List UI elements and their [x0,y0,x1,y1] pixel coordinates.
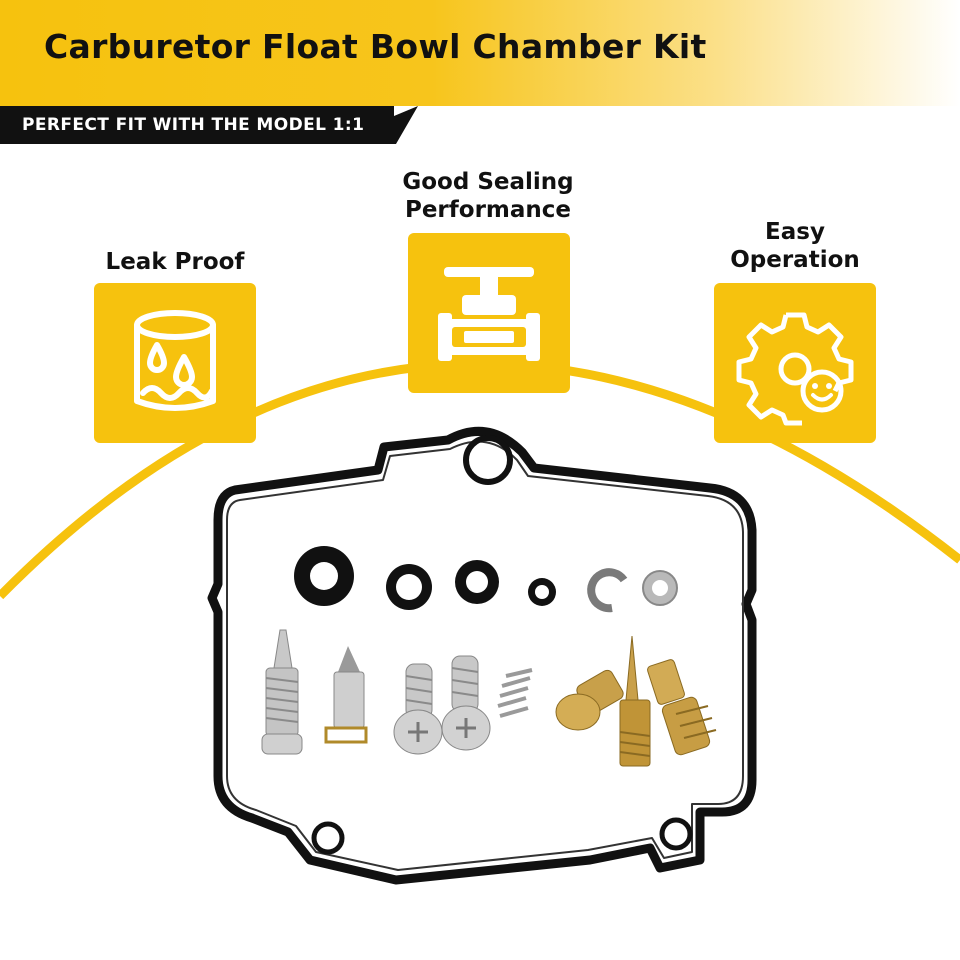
feature-label-good-sealing: Good Sealing Performance [388,168,588,224]
mixture-screw [261,629,303,755]
o-rings [294,546,556,610]
model-fit-ribbon: PERFECT FIT WITH THE MODEL 1:1 [0,106,420,144]
feature-label-line2: Performance [404,197,572,223]
ribbon-text: PERFECT FIT WITH THE MODEL 1:1 [22,115,365,135]
feature-box-good-sealing [408,233,570,393]
screws [393,655,491,755]
feature-label-line1: Easy [765,219,825,245]
e-clip [587,568,628,613]
feature-box-easy-operation [714,283,876,443]
washer [642,570,678,606]
valve-icon [438,267,540,361]
header-band [0,0,960,106]
gear-smile-icon [736,312,854,426]
feature-label-easy-operation: Easy Operation [714,218,876,274]
feature-box-leak-proof [94,283,256,443]
brass-jets [555,635,717,767]
spring [497,668,533,718]
feature-label-line1: Good Sealing [402,169,574,195]
feature-label-text: Leak Proof [105,249,245,275]
float-bowl-gasket [207,426,757,885]
page-title: Carburetor Float Bowl Chamber Kit [44,27,707,66]
leak-proof-icon [134,310,216,411]
float-needle [324,646,368,744]
feature-label-line2: Operation [730,247,860,273]
feature-label-leak-proof: Leak Proof [94,248,256,276]
